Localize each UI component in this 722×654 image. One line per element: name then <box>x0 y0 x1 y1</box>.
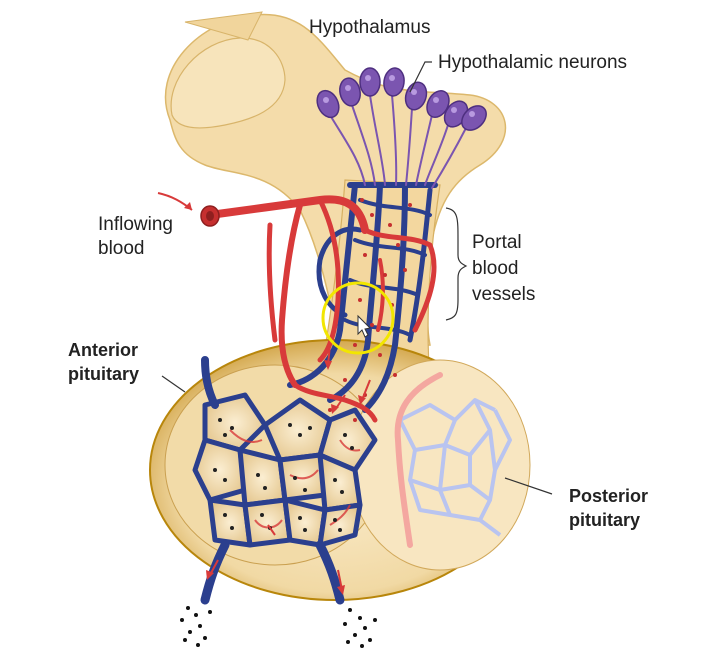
outflow-veins <box>200 356 345 605</box>
portal-hormone-dots <box>328 198 412 422</box>
posterior-vessels <box>398 398 512 537</box>
mouse-cursor-icon <box>357 314 372 338</box>
portal-bracket <box>445 207 468 321</box>
label-portal-line3: vessels <box>472 284 535 305</box>
label-anterior-line2: pituitary <box>68 364 139 384</box>
hypothalamus-fold <box>184 11 263 41</box>
neurons-leader <box>409 61 432 93</box>
posterior-artery <box>394 372 443 548</box>
flow-arrowheads <box>184 202 366 595</box>
label-portal-line2: blood <box>472 258 519 279</box>
label-hypothalamus: Hypothalamus <box>309 17 430 38</box>
label-inflowing-blood-line2: blood <box>98 238 145 259</box>
label-posterior-line2: pituitary <box>569 510 640 530</box>
outflow-hormone-dots <box>180 606 377 648</box>
inflowing-artery-end <box>200 205 220 227</box>
portal-vessels <box>287 182 438 413</box>
arteries <box>206 195 437 423</box>
anterior-capillary-network <box>192 392 378 548</box>
anterior-leader <box>161 375 186 393</box>
label-inflowing-blood-line1: Inflowing <box>98 214 173 235</box>
highlight-circle <box>321 281 395 355</box>
label-posterior-line1: Posterior <box>569 486 648 506</box>
label-hypothalamic-neurons: Hypothalamic neurons <box>438 52 627 73</box>
optic-chiasm-lobe <box>170 37 286 129</box>
label-anterior-line1: Anterior <box>68 340 138 360</box>
posterior-leader <box>504 477 553 495</box>
label-portal-line1: Portal <box>472 232 522 253</box>
